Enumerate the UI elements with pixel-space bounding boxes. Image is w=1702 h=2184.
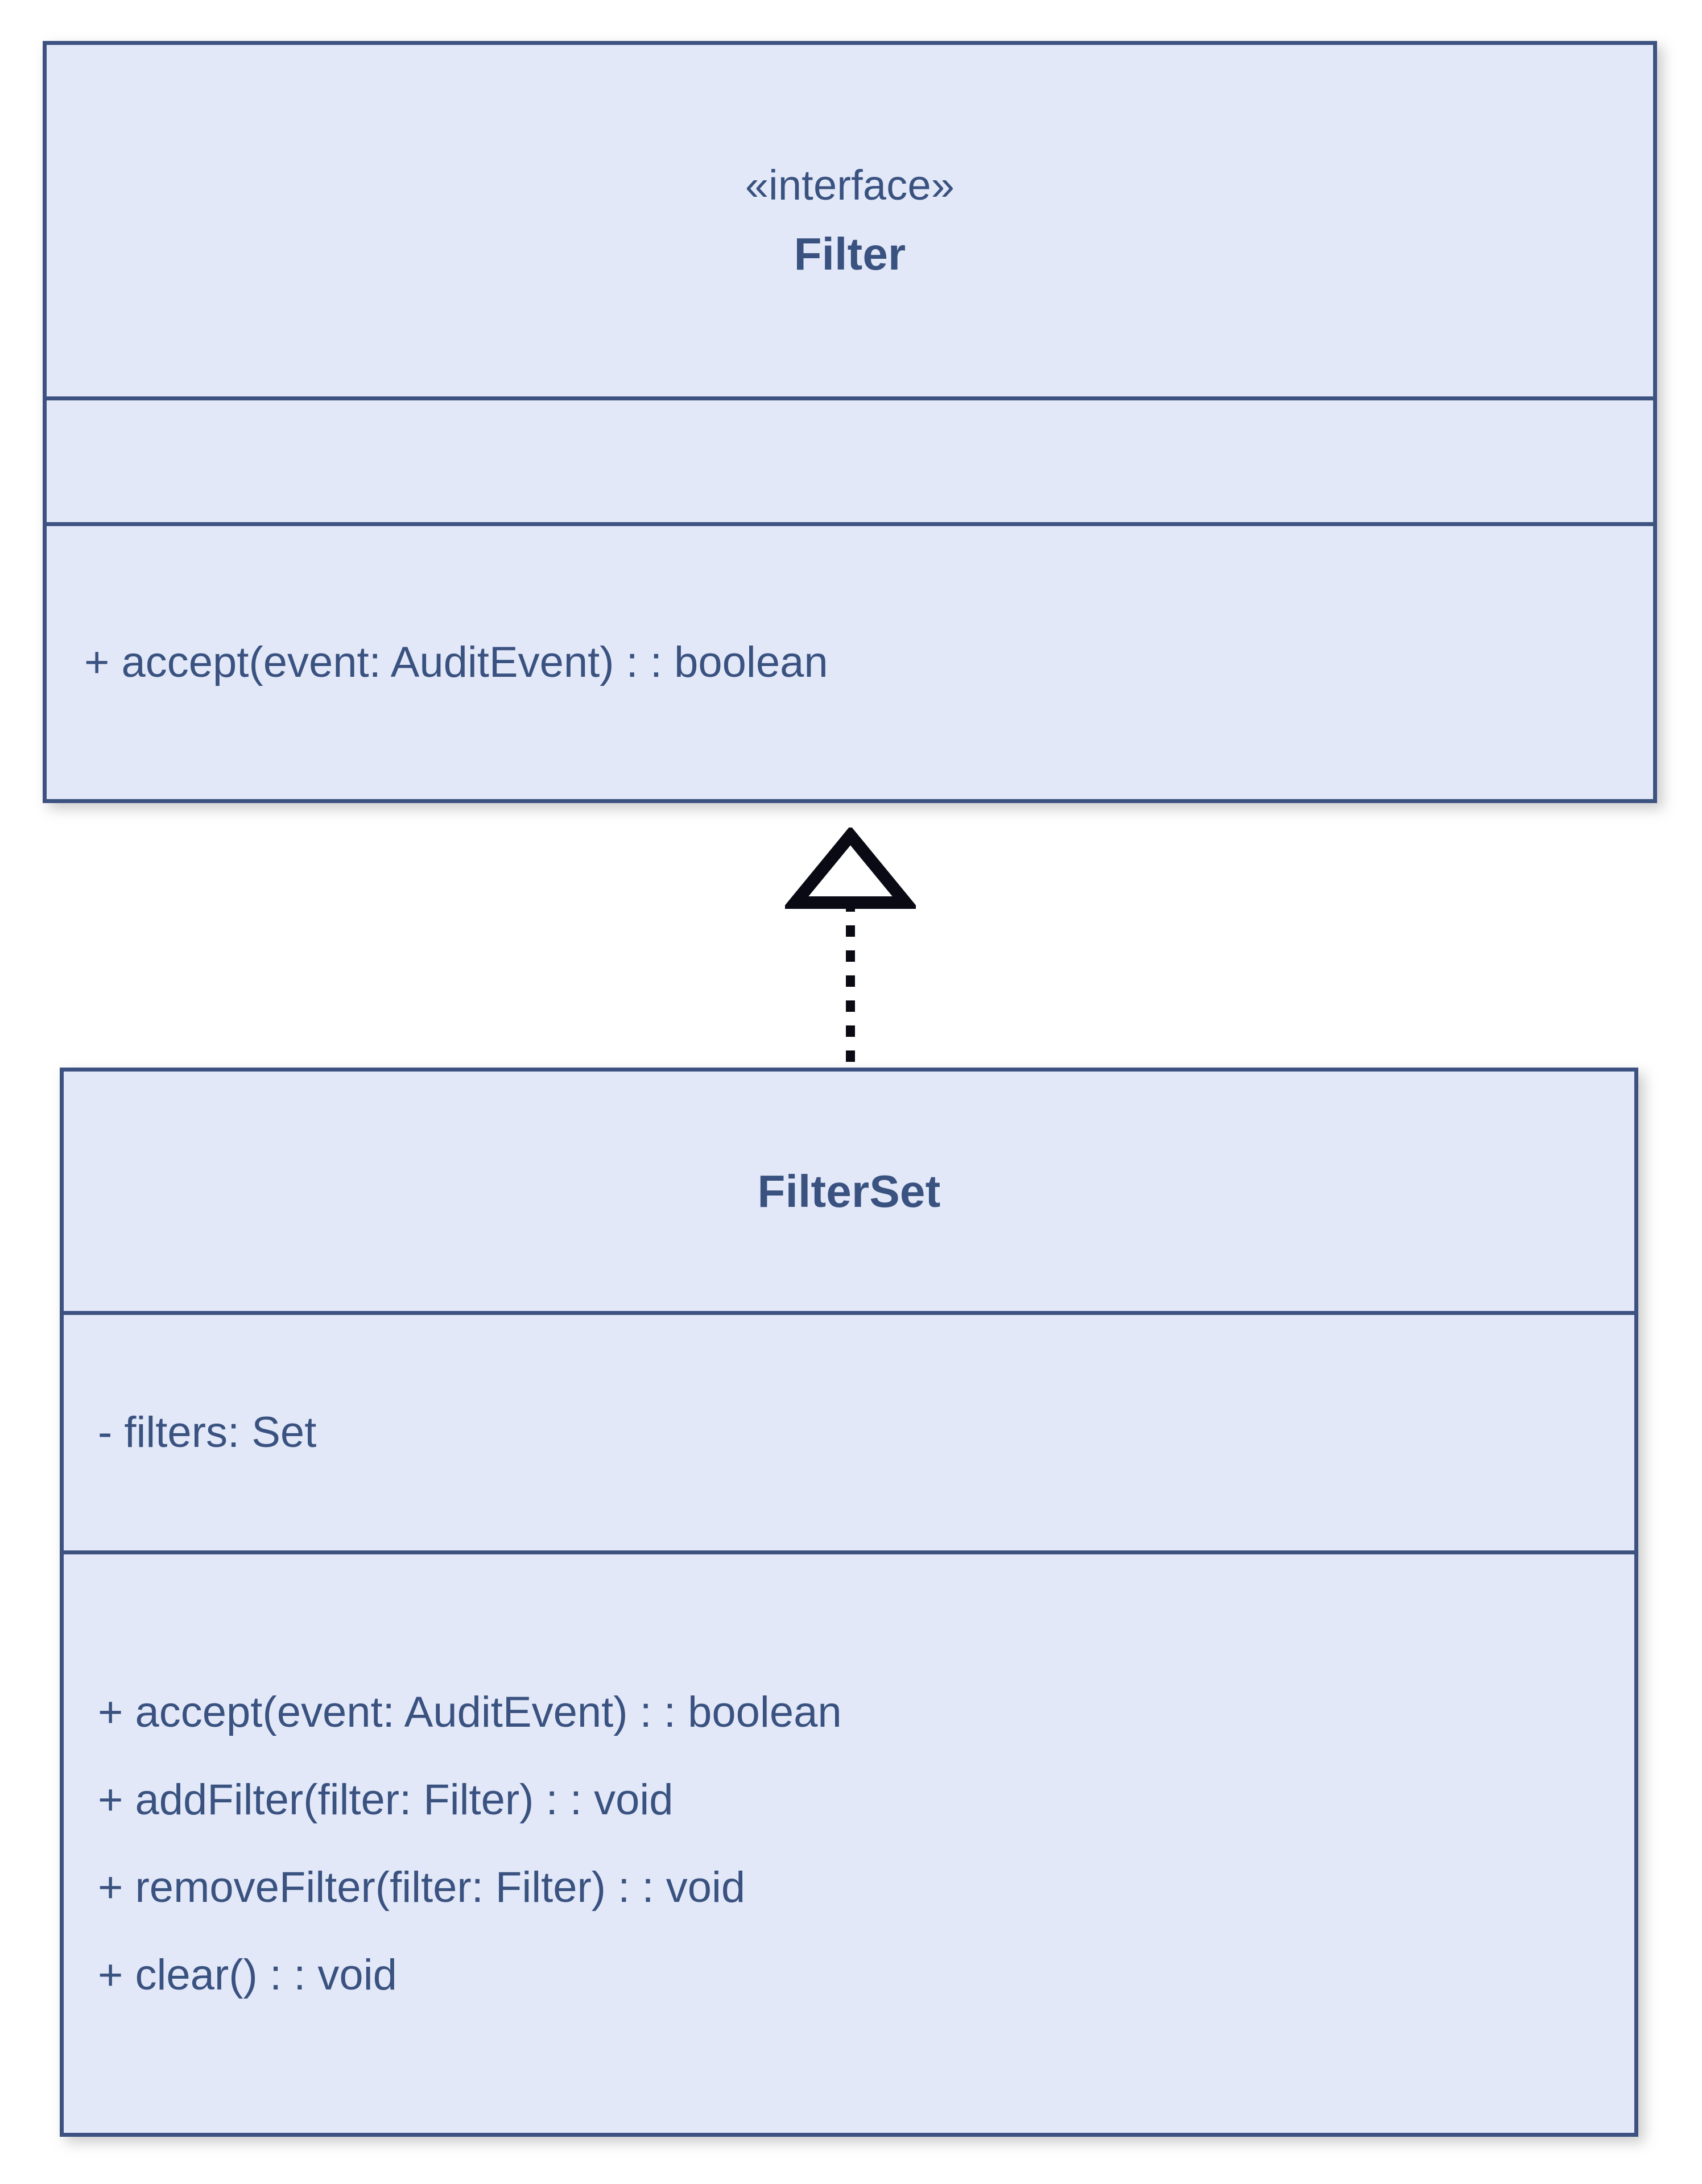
hollow-triangle-icon (785, 828, 916, 909)
class-attributes-compartment: - filters: Set (64, 1311, 1634, 1550)
class-name-label: FilterSet (757, 1165, 941, 1217)
class-title-compartment: «interface» Filter (47, 45, 1653, 396)
class-methods-compartment: + accept(event: AuditEvent) : : boolean (47, 522, 1653, 799)
class-name-label: Filter (794, 229, 906, 279)
realization-arrow (785, 828, 916, 1072)
class-method-item: + accept(event: AuditEvent) : : boolean (98, 1687, 842, 1736)
class-attributes-compartment (47, 396, 1653, 522)
class-title-compartment: FilterSet (64, 1072, 1634, 1311)
class-stereotype-label: «interface» (745, 162, 955, 209)
uml-class-filter[interactable]: «interface» Filter + accept(event: Audit… (43, 41, 1657, 803)
class-methods-compartment: + accept(event: AuditEvent) : : boolean … (64, 1550, 1634, 2133)
class-method-item: + accept(event: AuditEvent) : : boolean (84, 638, 828, 686)
class-method-item: + clear() : : void (98, 1950, 397, 1999)
class-method-item: + addFilter(filter: Filter) : : void (98, 1775, 674, 1824)
uml-class-filterset[interactable]: FilterSet - filters: Set + accept(event:… (60, 1068, 1638, 2137)
class-attribute-item: - filters: Set (98, 1408, 317, 1457)
class-method-item: + removeFilter(filter: Filter) : : void (98, 1863, 746, 1912)
